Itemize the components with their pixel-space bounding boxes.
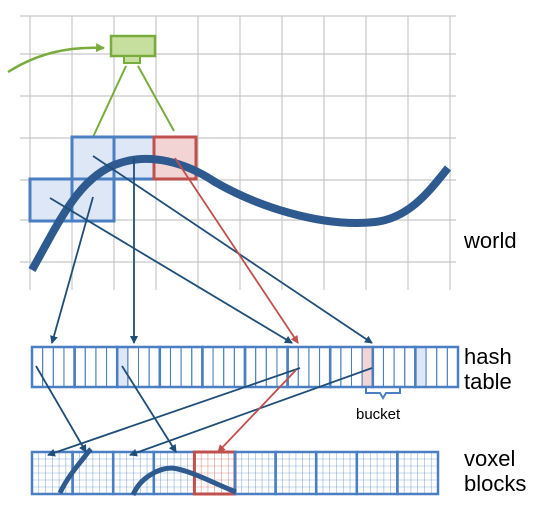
- voxel-block: [396, 450, 440, 496]
- arrow-hash-to-block: [129, 367, 373, 457]
- hash-table: [30, 345, 460, 389]
- voxel-surface-fragment: [130, 465, 237, 497]
- arrow-hash-to-block: [47, 367, 301, 457]
- arrow-world-to-hash-red: [174, 157, 299, 344]
- arrow-hash-to-block: [121, 365, 177, 453]
- hash-entry: [361, 346, 374, 388]
- voxel-surface-fragment: [57, 447, 93, 495]
- world-block: [70, 135, 116, 181]
- voxel-block: [355, 450, 399, 496]
- voxel-block-border: [396, 450, 440, 496]
- label-voxel-blocks: voxel blocks: [464, 446, 527, 497]
- voxel-block: [71, 450, 115, 496]
- voxel-blocks-array: [30, 450, 440, 496]
- arrow-world-to-hash: [92, 155, 373, 344]
- mapping-arrows: [35, 155, 373, 457]
- voxel-block: [274, 450, 318, 496]
- arrow-hash-to-block: [35, 365, 87, 453]
- camera-lens: [123, 55, 141, 64]
- label-hash-table: hash table: [464, 344, 512, 395]
- camera-icon: [7, 34, 175, 138]
- label-world: world: [464, 228, 517, 253]
- world-grid: [20, 15, 456, 290]
- surface-curve: [28, 154, 452, 272]
- camera-motion-arrow: [7, 43, 105, 74]
- voxel-block: [30, 450, 74, 496]
- arrow-hash-to-block-red: [217, 369, 297, 453]
- hash-entry: [414, 346, 427, 388]
- bucket-brace: [365, 387, 401, 400]
- camera-body: [109, 34, 157, 58]
- camera-frustum: [92, 65, 175, 138]
- voxel-block: [314, 450, 359, 496]
- world-allocated-blocks: [28, 135, 198, 223]
- arrow-world-to-hash: [49, 197, 293, 344]
- hash-bucket: [414, 345, 460, 389]
- voxel-block: [111, 450, 156, 496]
- arrow-world-to-hash: [50, 196, 94, 344]
- voxel-block: [233, 450, 277, 496]
- label-bucket: bucket: [356, 406, 401, 423]
